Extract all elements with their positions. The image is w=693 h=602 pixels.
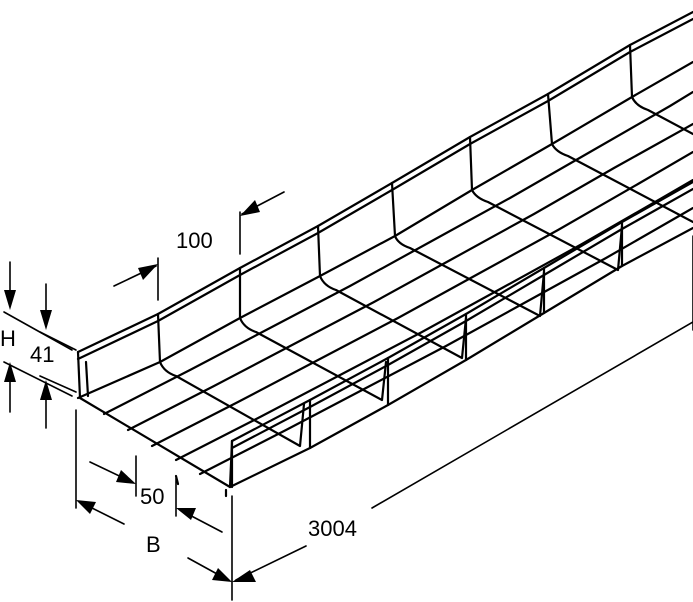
dim-41-arrow-bottom bbox=[40, 380, 52, 400]
dim-b-arrow-left bbox=[76, 500, 96, 514]
cross-wire-6 bbox=[546, 92, 693, 224]
cross-wire-3 bbox=[316, 224, 468, 360]
dim-label-b: B bbox=[146, 532, 161, 557]
floor-wire-2 bbox=[126, 122, 693, 432]
floor-wire-1 bbox=[102, 90, 693, 416]
dimensions: 100 H 41 50 B 3004 bbox=[0, 191, 693, 601]
dim-b-arrow-right bbox=[212, 568, 232, 582]
floor-wire-3 bbox=[150, 150, 693, 448]
dim-41-ext-bottom bbox=[39, 375, 77, 393]
cross-wire-2 bbox=[238, 266, 388, 402]
floor-wire-4 bbox=[174, 178, 693, 462]
back-bottom-rail bbox=[76, 60, 693, 400]
dim-h-arrow-bottom bbox=[4, 362, 16, 382]
dim-50-arrow-right bbox=[176, 508, 196, 520]
dim-41-ext-top bbox=[39, 331, 77, 351]
dim-3004-arrow bbox=[232, 570, 256, 582]
cross-wire-5 bbox=[468, 135, 624, 272]
dim-label-3004: 3004 bbox=[308, 516, 357, 541]
dim-50-arrow-left bbox=[116, 470, 136, 484]
dim-label-h: H bbox=[0, 326, 16, 351]
dim-3004-line-upper bbox=[371, 321, 693, 509]
cross-wire-4 bbox=[390, 181, 546, 318]
back-post-a bbox=[84, 360, 90, 398]
dim-41-arrow-top bbox=[40, 310, 52, 330]
dim-h-ext-bottom bbox=[3, 361, 73, 397]
dim-h-arrow-top bbox=[4, 290, 16, 310]
dim-100-arrow-right bbox=[240, 200, 260, 216]
dim-100-arrow-left bbox=[138, 264, 158, 280]
cross-wire-1 bbox=[156, 312, 306, 448]
cable-tray bbox=[76, 10, 693, 498]
floor-wire-5 bbox=[198, 206, 693, 476]
dim-label-100: 100 bbox=[176, 228, 213, 253]
dim-label-41: 41 bbox=[30, 342, 54, 367]
dim-h-ext-top bbox=[3, 311, 73, 351]
cross-wire-7 bbox=[628, 43, 693, 136]
back-top-rail bbox=[76, 10, 693, 354]
front-top-rail-2 bbox=[230, 187, 693, 450]
dim-label-50: 50 bbox=[140, 484, 164, 509]
